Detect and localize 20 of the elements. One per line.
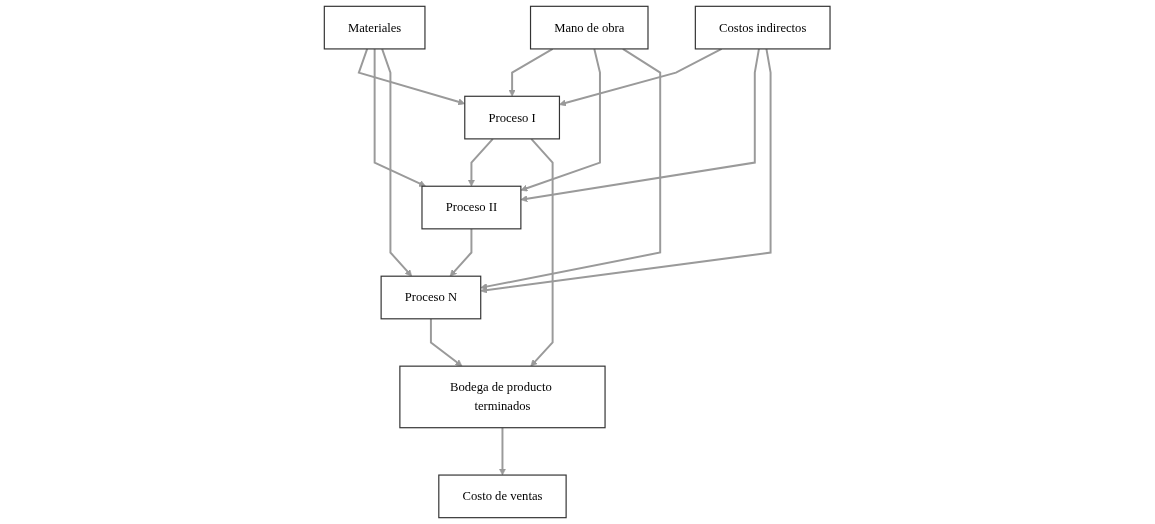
arrow [520,47,761,203]
node-box: Costo de ventas [438,474,568,519]
node-box: Proceso I [464,95,561,140]
arrow [530,137,554,367]
node-box: Proceso II [421,185,522,230]
arrow [468,137,495,187]
arrow [499,426,507,476]
node-box: Proceso N [380,275,482,320]
arrow [559,47,723,107]
arrow [508,47,555,97]
node-box: Materiales [324,5,426,50]
node-box: Mano de obra [530,5,649,50]
arrow [373,47,427,187]
arrow [357,47,466,106]
arrow [381,47,413,277]
node-box: Bodega de producto terminados [399,365,606,429]
arrow [430,317,463,367]
arrow [450,227,473,277]
node-box: Costos indirectos [695,5,831,50]
arrow [520,47,602,192]
